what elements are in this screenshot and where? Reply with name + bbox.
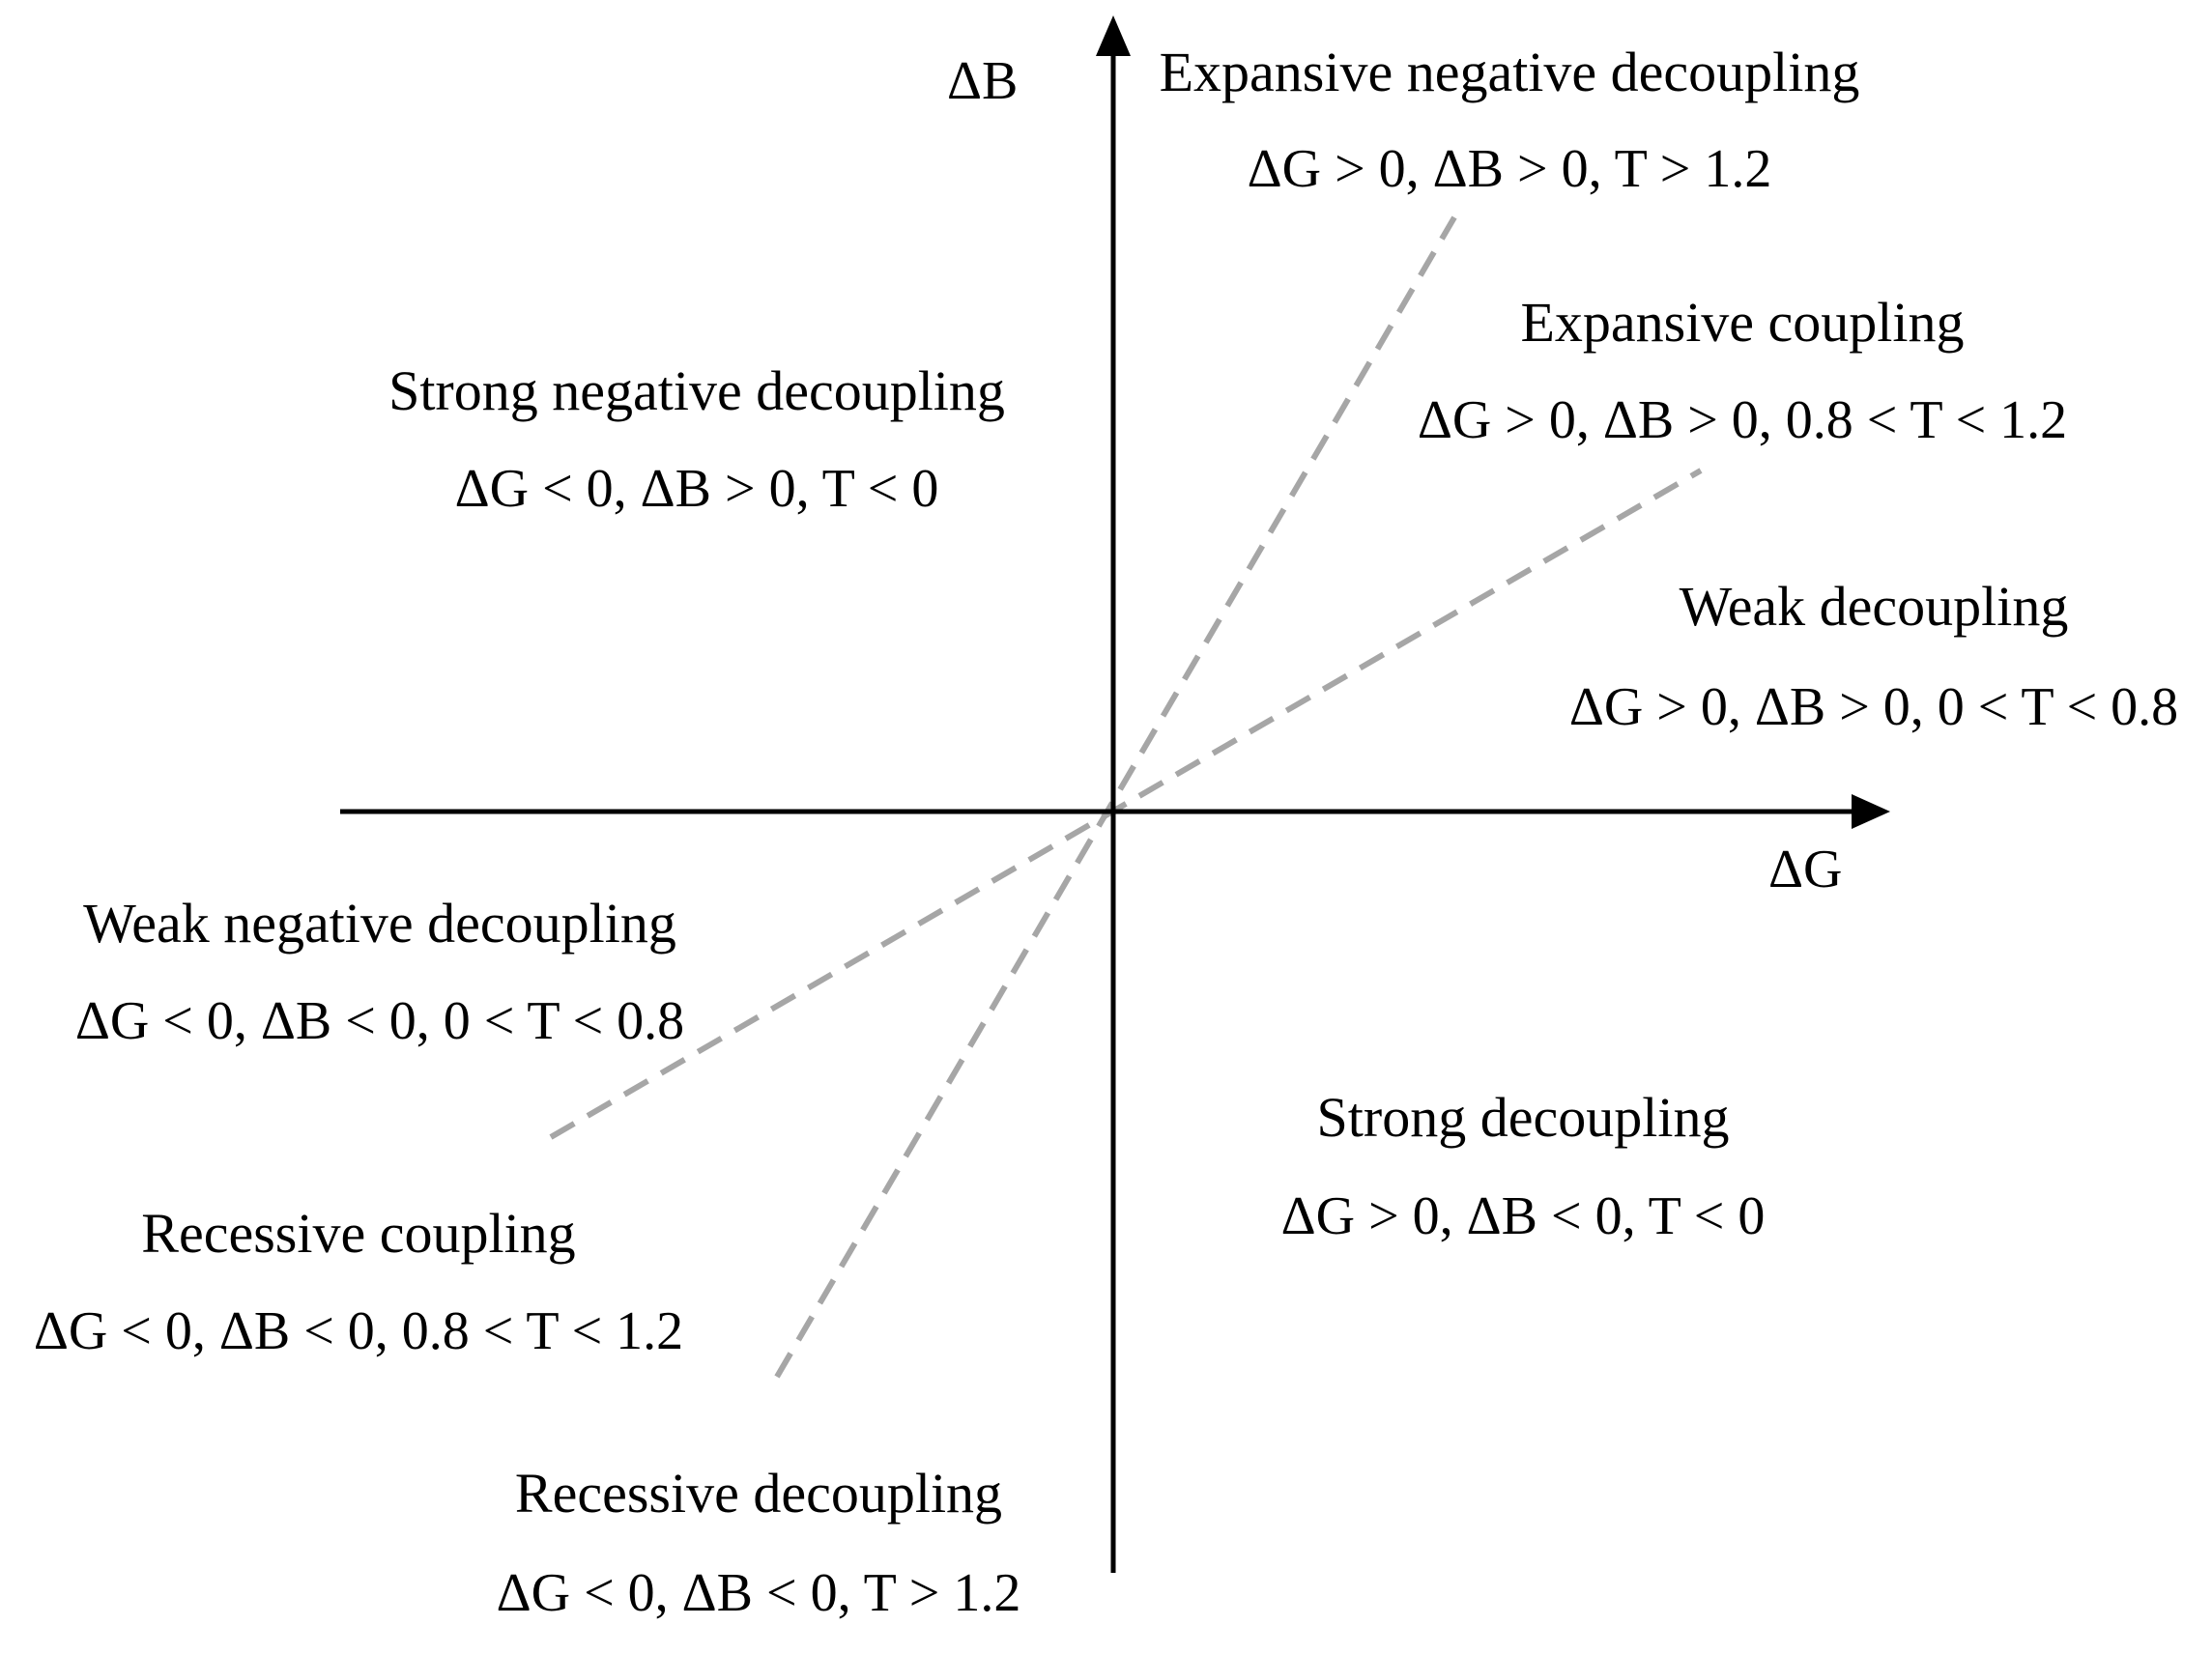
zone-recessive-decoupling-condition: ΔG < 0, ΔB < 0, T > 1.2	[497, 1563, 1021, 1623]
x-axis-arrowhead	[1852, 794, 1890, 829]
zone-expansive-negative-decoupling-condition: ΔG > 0, ΔB > 0, T > 1.2	[1248, 139, 1772, 199]
zone-weak-decoupling-condition: ΔG > 0, ΔB > 0, 0 < T < 0.8	[1569, 677, 2178, 737]
zone-strong-decoupling-name: Strong decoupling	[1317, 1086, 1730, 1149]
zone-expansive-coupling-condition: ΔG > 0, ΔB > 0, 0.8 < T < 1.2	[1418, 390, 2067, 450]
zone-recessive-coupling-condition: ΔG < 0, ΔB < 0, 0.8 < T < 1.2	[34, 1301, 683, 1361]
y-axis-label: ΔB	[947, 51, 1018, 111]
x-axis-label: ΔG	[1768, 840, 1842, 899]
zone-strong-negative-decoupling-name: Strong negative decoupling	[388, 359, 1005, 422]
zone-recessive-coupling-name: Recessive coupling	[141, 1202, 575, 1265]
zone-strong-decoupling-condition: ΔG > 0, ΔB < 0, T < 0	[1281, 1186, 1766, 1246]
zone-expansive-coupling-name: Expansive coupling	[1520, 291, 1964, 354]
zone-weak-negative-decoupling-condition: ΔG < 0, ΔB < 0, 0 < T < 0.8	[75, 991, 684, 1051]
zone-weak-negative-decoupling-name: Weak negative decoupling	[83, 892, 676, 955]
boundary-line-t-0-8	[549, 468, 1703, 1140]
y-axis-arrowhead	[1096, 15, 1131, 56]
zone-expansive-negative-decoupling-name: Expansive negative decoupling	[1160, 41, 1860, 103]
zone-weak-decoupling-name: Weak decoupling	[1680, 575, 2069, 638]
boundary-line-t-1-2	[774, 215, 1457, 1379]
zone-strong-negative-decoupling-condition: ΔG < 0, ΔB > 0, T < 0	[455, 459, 939, 519]
zone-recessive-decoupling-name: Recessive decoupling	[515, 1462, 1002, 1525]
